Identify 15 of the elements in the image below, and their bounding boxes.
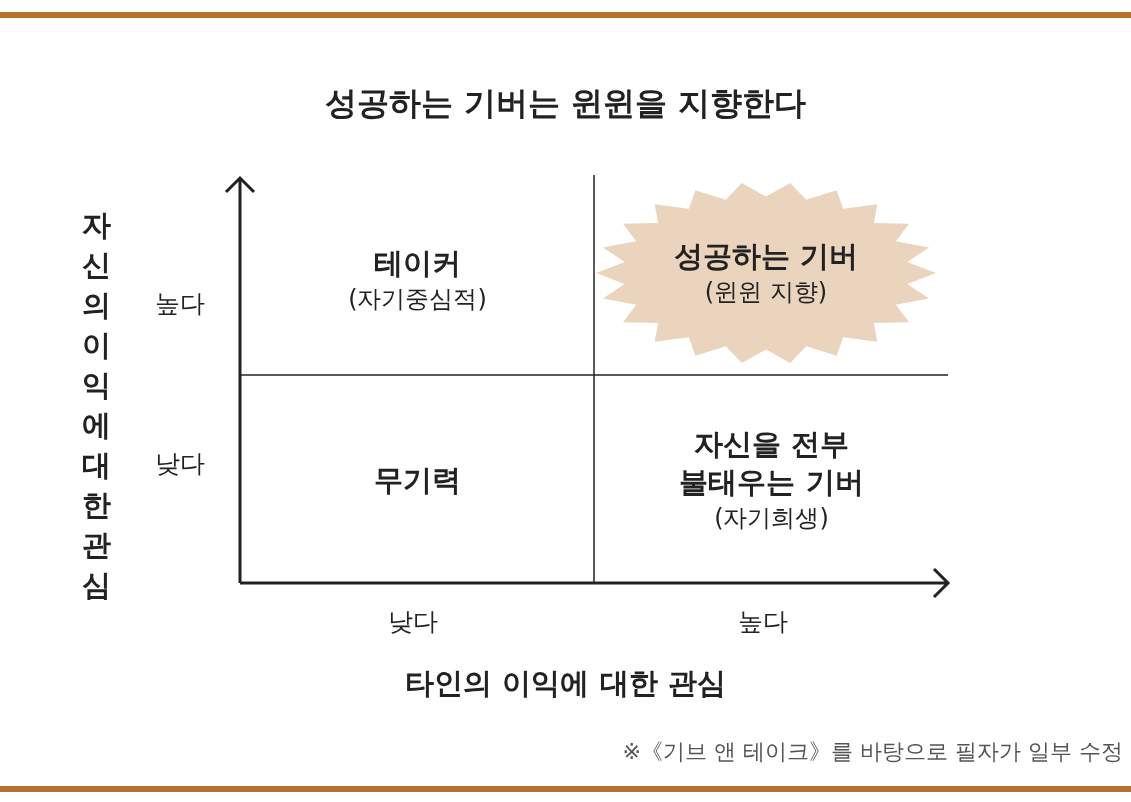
axis-level-label: 높다 [738,606,788,638]
source-note: ※《기브 앤 테이크》를 바탕으로 필자가 일부 수정 [622,738,1123,766]
axis-level-label: 낮다 [155,448,205,480]
axis-level-label: 높다 [155,288,205,320]
title: 성공하는 기버는 윈윈을 지향한다 [323,83,808,124]
quadrant-note: (자기중심적) [348,284,487,315]
quadrant-heading: 테이커 [374,245,461,282]
quadrant-note: (윈윈 지향) [704,277,828,308]
axis-level-label: 낮다 [388,606,438,638]
y-axis-title: 자신의 이익에 대한 관심 [80,207,112,604]
quadrant-heading: 성공하는 기버 [673,238,859,275]
quadrant-heading: 무기력 [374,462,461,499]
x-axis-title: 타인의 이익에 대한 관심 [404,665,727,702]
quadrant-heading: 자신을 전부 불태우는 기버 [678,426,865,501]
quadrant-note: (자기희생) [714,503,829,534]
